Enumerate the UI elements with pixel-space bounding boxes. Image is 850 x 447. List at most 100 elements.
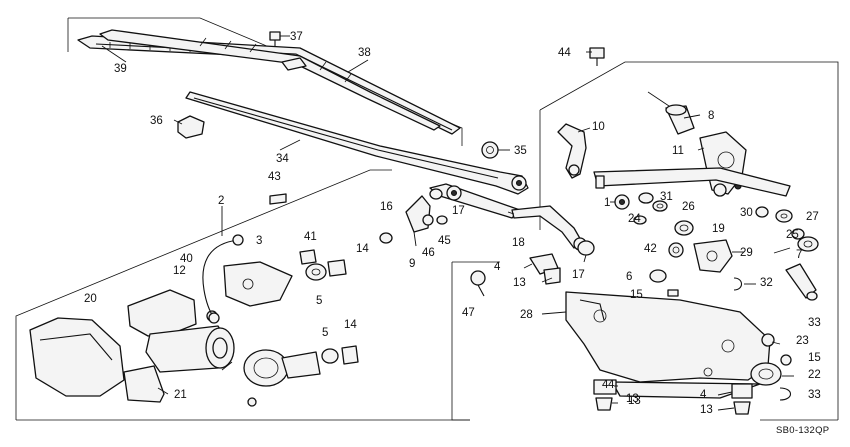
- callout-17: 17: [572, 269, 585, 281]
- callout-19: 19: [712, 223, 725, 235]
- nut-15b: [780, 354, 792, 366]
- washer-30: [755, 206, 769, 218]
- callout-10: 10: [592, 121, 605, 133]
- callout-32: 32: [760, 277, 773, 289]
- sleeve-14-lower: [341, 345, 359, 365]
- nut-42: [668, 242, 684, 258]
- grommet-22: [750, 362, 782, 386]
- callout-5: 5: [316, 295, 322, 307]
- callout-12: 12: [173, 265, 186, 277]
- callout-13: 13: [626, 393, 639, 405]
- grommet-4-right: [731, 383, 753, 415]
- callout-16: 16: [380, 201, 393, 213]
- callout-4: 4: [494, 261, 501, 273]
- callout-33: 33: [808, 317, 821, 329]
- bolt-41: [299, 249, 317, 265]
- washer-24: [633, 215, 647, 225]
- callout-39: 39: [114, 63, 127, 75]
- callout-3: 3: [256, 235, 262, 247]
- grommet-4-mid: [529, 253, 561, 285]
- group-boundaries: [15, 17, 839, 421]
- motor-strap-21: [123, 365, 165, 403]
- nut-35: [481, 141, 499, 159]
- callout-36: 36: [150, 115, 163, 127]
- callout-26: 26: [682, 201, 695, 213]
- washer-16: [379, 232, 393, 244]
- callout-8: 8: [708, 110, 714, 122]
- callout-37: 37: [290, 31, 303, 43]
- callout-14: 14: [344, 319, 357, 331]
- grommet-4-lower: [593, 379, 617, 411]
- callout-46: 46: [422, 247, 435, 259]
- clip-33-lower: [779, 387, 792, 401]
- callout-27: 27: [806, 211, 819, 223]
- pivot-23: [761, 333, 775, 347]
- motor-cover-20: [29, 317, 125, 397]
- callout-44: 44: [558, 47, 571, 59]
- collar-6: [649, 269, 667, 283]
- crank-arm-10: [557, 123, 587, 179]
- callout-23: 23: [796, 335, 809, 347]
- callout-38: 38: [358, 47, 371, 59]
- callout-9: 9: [409, 258, 415, 270]
- callout-29: 29: [740, 247, 753, 259]
- washer-26: [652, 200, 668, 212]
- callout-25: 25: [786, 229, 799, 241]
- callout-47: 47: [462, 307, 475, 319]
- washer-46: [422, 214, 434, 226]
- callout-42: 42: [644, 243, 657, 255]
- sleeve-14-upper: [327, 259, 347, 277]
- bushing-19: [674, 220, 694, 236]
- callout-33: 33: [808, 389, 821, 401]
- callout-34: 34: [276, 153, 289, 165]
- callout-24: 24: [628, 213, 641, 225]
- callout-7: 7: [796, 249, 802, 261]
- callout-41: 41: [304, 231, 317, 243]
- callout-13: 13: [513, 277, 526, 289]
- bushing-5-upper: [305, 263, 327, 281]
- harness-40: [202, 234, 244, 324]
- clip-32: [733, 277, 743, 291]
- pivot-29: [693, 239, 733, 273]
- callout-6: 6: [626, 271, 632, 283]
- bolt-44: [589, 47, 605, 66]
- bolt-47: [470, 270, 486, 297]
- wiper-arm-lower: [429, 183, 521, 219]
- callout-21: 21: [174, 389, 187, 401]
- callout-40: 40: [180, 253, 193, 265]
- callout-4: 4: [700, 389, 707, 401]
- callout-17: 17: [452, 205, 465, 217]
- callout-35: 35: [514, 145, 527, 157]
- callout-5: 5: [322, 327, 328, 339]
- callout-22: 22: [808, 369, 821, 381]
- motor-12: [127, 289, 235, 373]
- bolt-15a: [667, 289, 679, 297]
- bushing-1: [614, 194, 630, 210]
- pin-33-upper: [785, 263, 818, 301]
- washer-17a: [429, 188, 443, 200]
- bushing-31: [638, 192, 654, 204]
- bushing-5-lower: [321, 348, 339, 364]
- leader-lines: [101, 35, 794, 411]
- washer-25: [791, 228, 805, 240]
- pivot-shaft-8: [647, 91, 695, 135]
- callout-14: 14: [356, 243, 369, 255]
- callout-15: 15: [630, 289, 643, 301]
- bracket-9: [405, 195, 431, 233]
- callout-45: 45: [438, 235, 451, 247]
- cap-36: [177, 115, 205, 139]
- callout-13: 13: [628, 395, 641, 407]
- washer-45: [436, 215, 448, 225]
- clip-37: [269, 31, 281, 46]
- diagram-code-label: SB0-132QP: [776, 425, 829, 436]
- link-rod-upper: [593, 167, 791, 197]
- callout-30: 30: [740, 207, 753, 219]
- callout-11: 11: [672, 145, 684, 157]
- callout-43: 43: [268, 171, 281, 183]
- callout-18: 18: [512, 237, 525, 249]
- crank-3: [223, 261, 293, 307]
- callout-31: 31: [660, 191, 673, 203]
- callout-1: 1: [604, 197, 610, 209]
